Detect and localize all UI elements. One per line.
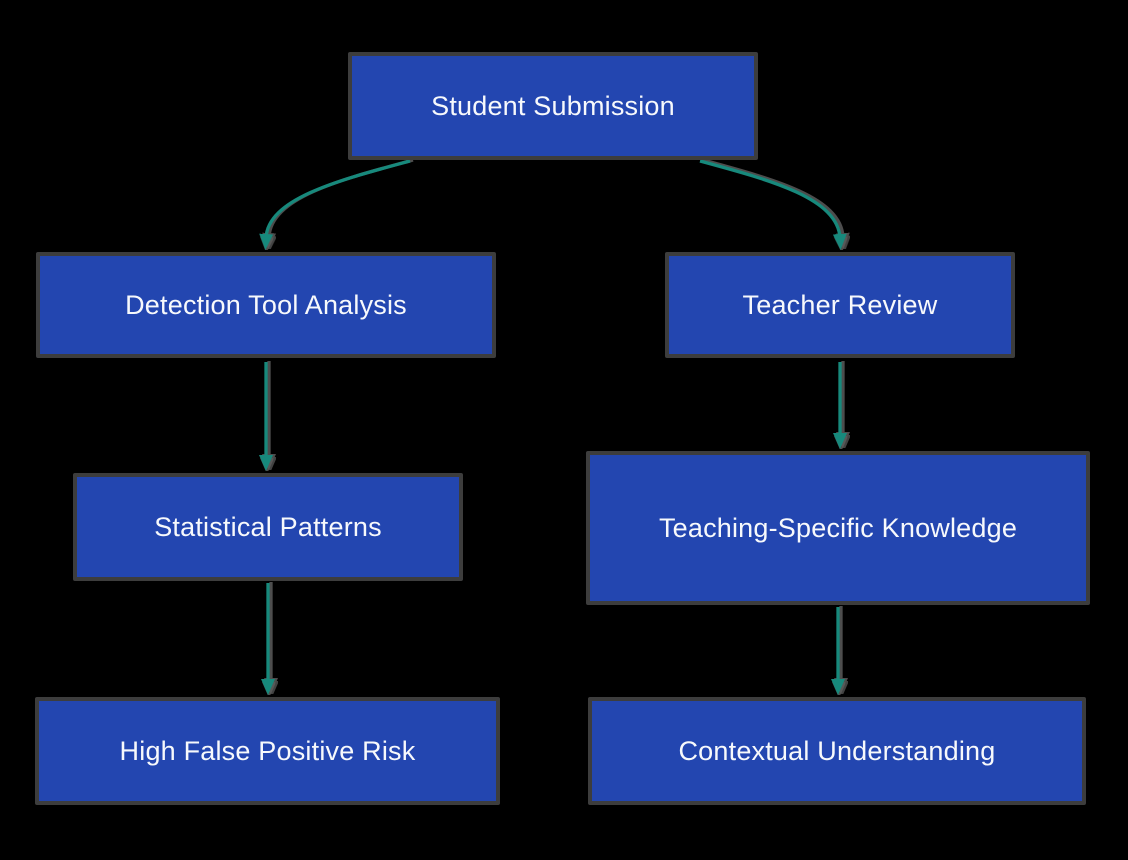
node-statistical-patterns: Statistical Patterns: [73, 473, 463, 581]
node-student-submission: Student Submission: [348, 52, 758, 160]
node-teacher-review: Teacher Review: [665, 252, 1015, 358]
node-teaching-specific-knowledge: Teaching-Specific Knowledge: [586, 451, 1090, 605]
edge-submission-to-teacher: [699, 159, 847, 250]
node-detection-tool-analysis: Detection Tool Analysis: [36, 252, 496, 358]
node-contextual-understanding: Contextual Understanding: [588, 697, 1086, 805]
edge-submission-to-detection: [259, 159, 411, 250]
node-high-false-positive-risk: High False Positive Risk: [35, 697, 500, 805]
